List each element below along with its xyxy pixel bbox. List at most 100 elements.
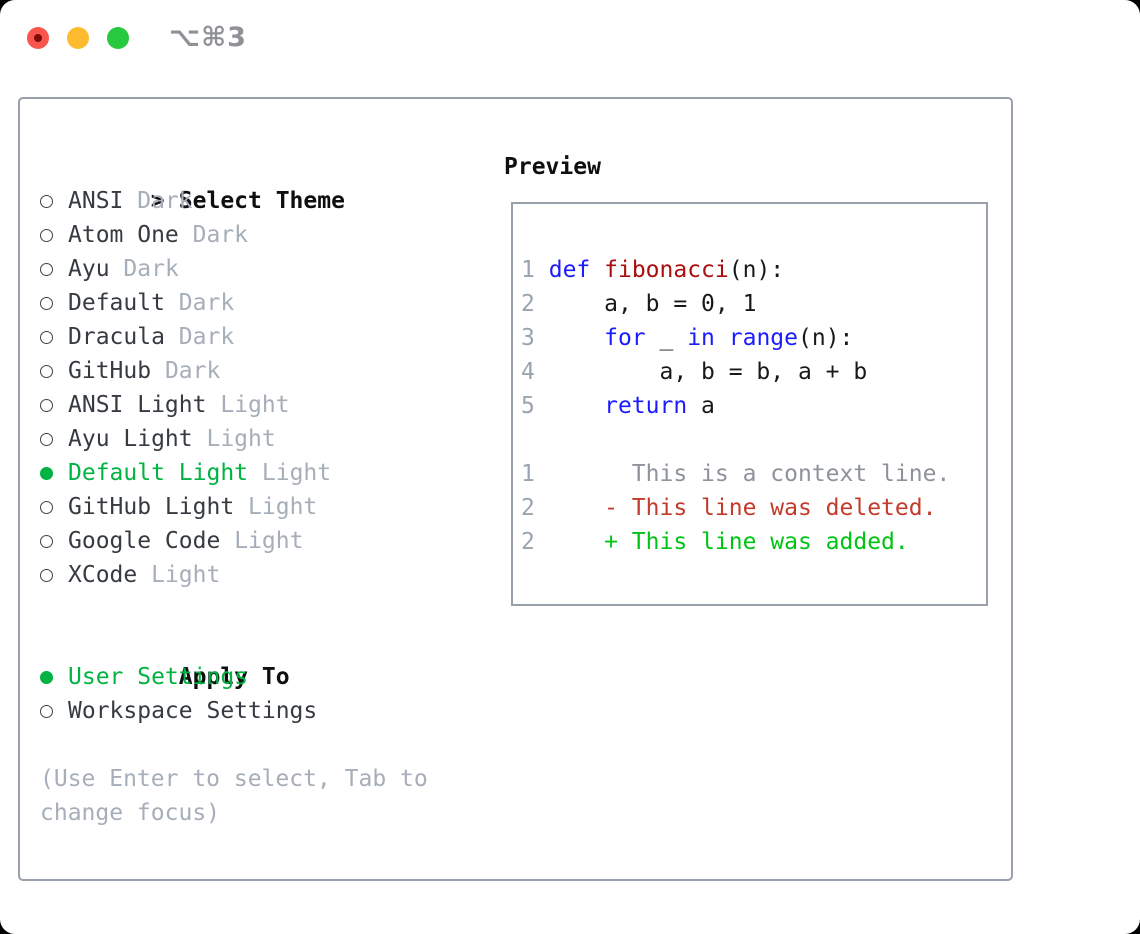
theme-variant-label: Light	[248, 494, 318, 520]
theme-option-xcode[interactable]: XCode Light	[40, 558, 428, 592]
code-token-kw: for	[604, 325, 646, 351]
code-token-del: - This line was deleted.	[604, 495, 937, 521]
theme-option-dracula[interactable]: Dracula Dark	[40, 320, 428, 354]
radio-unselected-icon	[40, 694, 68, 728]
radio-circle	[40, 501, 53, 514]
radio-unselected-icon	[40, 388, 68, 422]
theme-variant-label: Dark	[178, 324, 235, 350]
theme-variant-label: Dark	[164, 358, 221, 384]
radio-circle	[40, 263, 53, 276]
theme-name: ANSI Light	[68, 392, 207, 418]
code-token-ln: 5	[521, 393, 535, 419]
radio-unselected-icon	[40, 490, 68, 524]
radio-selected-icon	[40, 660, 68, 694]
theme-option-default[interactable]: Default Dark	[40, 286, 428, 320]
radio-circle	[40, 331, 53, 344]
radio-circle	[40, 195, 53, 208]
theme-option-atom-one[interactable]: Atom One Dark	[40, 218, 428, 252]
code-token-ln: 2	[521, 291, 535, 317]
code-token-ln: 3	[521, 325, 535, 351]
radio-circle	[40, 535, 53, 548]
code-token-pl: a	[687, 393, 715, 419]
theme-variant-label: Light	[206, 426, 276, 452]
code-token-ctx: This is a context line.	[534, 461, 951, 487]
code-token-pl	[535, 495, 604, 521]
theme-variant-label: Dark	[123, 256, 179, 282]
radio-circle	[40, 705, 53, 718]
theme-variant-label: Dark	[192, 222, 249, 248]
code-token-pl	[715, 325, 729, 351]
theme-variant-label: Light	[151, 562, 221, 588]
theme-name: Default Light	[68, 460, 249, 486]
theme-name: XCode	[68, 562, 138, 588]
focus-caret-icon: >	[150, 188, 165, 214]
radio-circle	[40, 229, 53, 242]
theme-option-github[interactable]: GitHub Dark	[40, 354, 428, 388]
zoom-button[interactable]	[107, 27, 129, 49]
code-token-pl: a, b = b, a + b	[534, 359, 868, 385]
radio-circle	[40, 399, 53, 412]
theme-name: Dracula	[68, 324, 165, 350]
minimize-button[interactable]	[67, 27, 89, 49]
window-shortcut-label: ⌥⌘3	[169, 22, 247, 53]
theme-name: GitHub	[68, 358, 152, 384]
radio-circle	[40, 297, 53, 310]
code-token-pl	[535, 325, 604, 351]
radio-unselected-icon	[40, 286, 68, 320]
theme-option-ansi-light[interactable]: ANSI Light Light	[40, 388, 428, 422]
apply-name: User Settings	[68, 664, 249, 690]
preview-code-line: 2 - This line was deleted.	[521, 491, 986, 525]
radio-circle	[40, 671, 53, 684]
code-token-ln: 4	[521, 359, 535, 385]
code-token-pl	[535, 393, 604, 419]
code-token-pl	[535, 529, 604, 555]
radio-circle	[40, 433, 53, 446]
theme-name: GitHub Light	[68, 494, 235, 520]
apply-to-title: Apply To	[178, 664, 290, 690]
close-button[interactable]	[27, 27, 49, 49]
code-token-pl: a, b = 0, 1	[534, 291, 757, 317]
preview-code-line: 5 return a	[521, 389, 986, 423]
theme-option-ansi[interactable]: ANSI Dark	[40, 184, 428, 218]
preview-code-line: 2 a, b = 0, 1	[521, 287, 986, 321]
apply-option-user-settings[interactable]: User Settings	[40, 660, 428, 694]
preview-code-line	[521, 423, 986, 457]
apply-option-workspace-settings[interactable]: Workspace Settings	[40, 694, 428, 728]
theme-name: Atom One	[68, 222, 179, 248]
code-token-kw: def	[548, 257, 591, 283]
radio-circle	[40, 365, 53, 378]
theme-option-google-code[interactable]: Google Code Light	[40, 524, 428, 558]
radio-unselected-icon	[40, 558, 68, 592]
theme-name: Ayu Light	[68, 426, 193, 452]
radio-unselected-icon	[40, 252, 68, 286]
radio-unselected-icon	[40, 184, 68, 218]
theme-option-ayu-light[interactable]: Ayu Light Light	[40, 422, 428, 456]
theme-name: Ayu	[68, 256, 110, 282]
theme-option-github-light[interactable]: GitHub Light Light	[40, 490, 428, 524]
preview-code-line: 1 def fibonacci(n):	[521, 253, 986, 287]
code-token-ln: 1	[521, 461, 535, 487]
code-token-pl	[535, 257, 549, 283]
theme-option-default-light[interactable]: Default Light Light	[40, 456, 428, 490]
preview-code-line: 3 for _ in range(n):	[521, 321, 986, 355]
radio-circle	[40, 569, 53, 582]
theme-name: Google Code	[68, 528, 221, 554]
titlebar: ⌥⌘3	[27, 22, 247, 53]
code-token-pl: (n):	[798, 325, 854, 351]
radio-unselected-icon	[40, 354, 68, 388]
preview-code-line: 2 + This line was added.	[521, 525, 986, 559]
code-token-ln: 1	[521, 257, 535, 283]
radio-circle	[40, 467, 53, 480]
code-token-kw: range	[728, 325, 799, 351]
code-token-kw: return	[604, 393, 688, 419]
radio-unselected-icon	[40, 320, 68, 354]
theme-option-ayu[interactable]: Ayu Dark	[40, 252, 428, 286]
select-theme-title: Select Theme	[178, 188, 345, 214]
